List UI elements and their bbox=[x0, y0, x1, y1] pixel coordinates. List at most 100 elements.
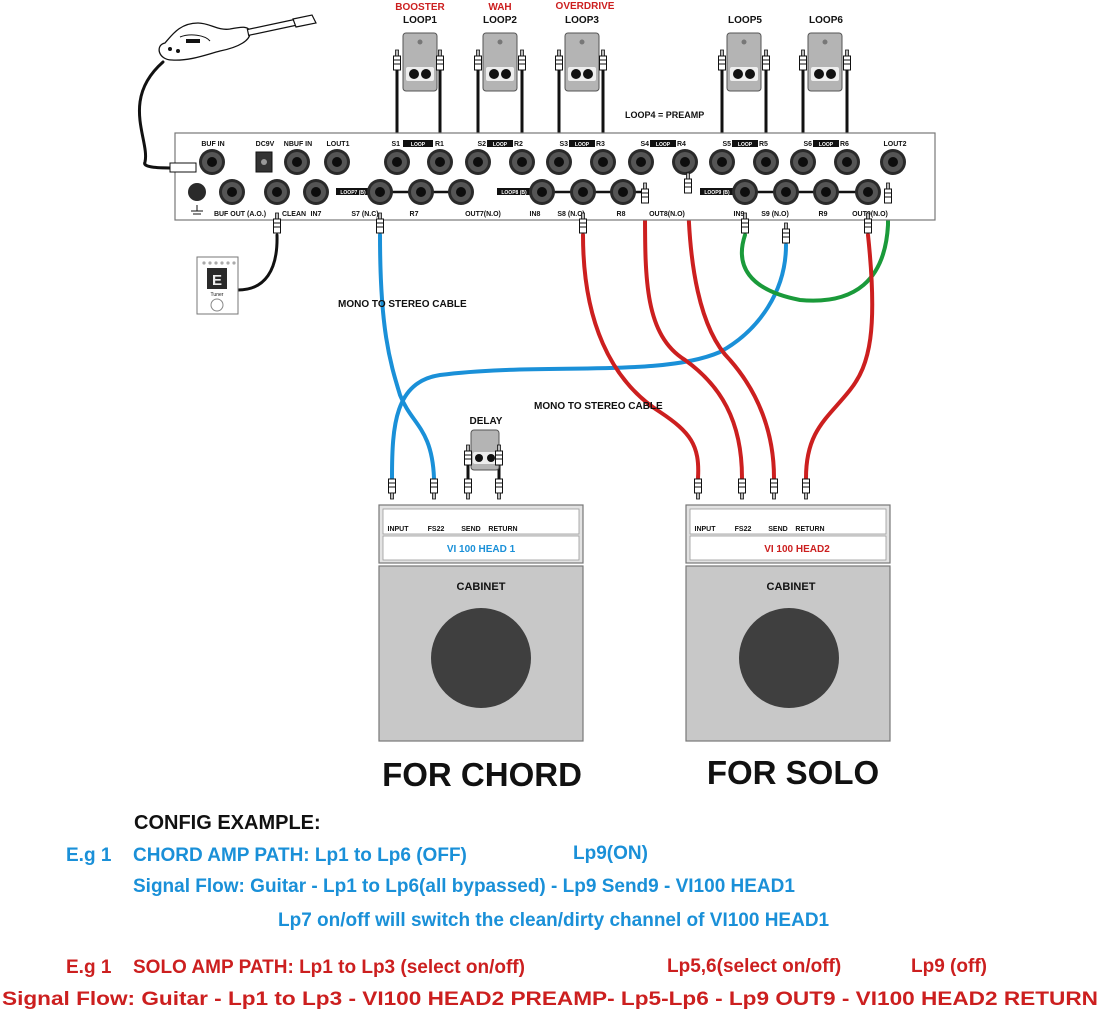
jack-lout2 bbox=[880, 149, 906, 175]
pedal-patch-cords bbox=[395, 68, 849, 482]
svg-text:S5: S5 bbox=[722, 141, 731, 148]
head1-send-label: SEND bbox=[461, 526, 480, 533]
svg-text:S4: S4 bbox=[640, 141, 649, 148]
pedal-loop1-fx-label: BOOSTER bbox=[395, 2, 445, 13]
head2-return-label: RETURN bbox=[795, 526, 824, 533]
pedal-loop2-label: LOOP2 bbox=[483, 15, 517, 26]
svg-text:LOOP: LOOP bbox=[493, 142, 508, 148]
head1-fs22-label: FS22 bbox=[428, 526, 445, 533]
svg-text:R1: R1 bbox=[435, 141, 444, 148]
svg-text:LOOP: LOOP bbox=[411, 142, 426, 148]
head2-send-label: SEND bbox=[768, 526, 787, 533]
cable-red-out8 bbox=[643, 208, 744, 480]
svg-text:S6: S6 bbox=[803, 141, 812, 148]
svg-text:R2: R2 bbox=[514, 141, 523, 148]
solo-amp-path: SOLO AMP PATH: Lp1 to Lp3 (select on/off… bbox=[133, 957, 525, 978]
jack-label-lout1: LOUT1 bbox=[327, 141, 350, 148]
pedal-loop6-label: LOOP6 bbox=[809, 15, 843, 26]
jack-lout1 bbox=[324, 149, 350, 175]
jack-label-buf-in: BUF IN bbox=[201, 141, 224, 148]
svg-text:R5: R5 bbox=[759, 141, 768, 148]
svg-text:R4: R4 bbox=[677, 141, 686, 148]
cabinet-1-label: CABINET bbox=[457, 581, 506, 593]
ground-icon bbox=[188, 183, 206, 201]
jack-label-dc9v: DC9V bbox=[256, 141, 275, 148]
loop7-tag: LOOP7 (B) bbox=[340, 190, 366, 196]
cable-blue-s7-to-fs22 bbox=[378, 233, 436, 480]
guitar-icon bbox=[158, 14, 317, 61]
solo-eg-label: E.g 1 bbox=[66, 957, 112, 978]
pedal-loop2-fx-label: WAH bbox=[488, 2, 511, 13]
pedal-loop3-label: LOOP3 bbox=[565, 15, 599, 26]
cabinet-2: CABINET bbox=[685, 565, 891, 742]
send-return-labels: S1 LOOP R1 S2 LOOP R2 S3 LOOP R3 S4 LOOP… bbox=[391, 140, 849, 148]
jack-label-in7: IN7 bbox=[311, 211, 322, 218]
jack-label-clean: CLEAN bbox=[282, 211, 306, 218]
ground-symbol-icon bbox=[191, 205, 203, 215]
jack-label-s8: S8 (N.C) bbox=[557, 211, 584, 218]
jack-label-s9: S9 (N.O) bbox=[761, 211, 789, 218]
cabinet-1: CABINET bbox=[378, 565, 584, 742]
config-heading: CONFIG EXAMPLE: bbox=[134, 812, 321, 834]
pedal-loop1-label: LOOP1 bbox=[403, 15, 437, 26]
pedal-delay: DELAY bbox=[464, 416, 503, 471]
jack-label-in9: IN9 bbox=[734, 211, 745, 218]
jack-label-r7: R7 bbox=[410, 211, 419, 218]
jack-label-in8: IN8 bbox=[530, 211, 541, 218]
pedal-loop6: LOOP6 bbox=[807, 15, 843, 92]
loop8-tag: LOOP8 (B) bbox=[501, 190, 527, 196]
tuner-label: Tuner bbox=[211, 292, 224, 298]
chord-eg-label: E.g 1 bbox=[66, 845, 112, 866]
pedal-loop5-label: LOOP5 bbox=[728, 15, 762, 26]
svg-text:R3: R3 bbox=[596, 141, 605, 148]
jack-label-out8: OUT8(N.O) bbox=[649, 211, 685, 218]
top-row-jacks bbox=[199, 149, 906, 175]
jack-nbuf-in bbox=[284, 149, 310, 175]
head2-plugs bbox=[694, 478, 810, 500]
tuner: E Tuner bbox=[196, 256, 239, 315]
caption-for-solo: FOR SOLO bbox=[707, 754, 879, 791]
solo-signal-flow: Signal Flow: Guitar - Lp1 to Lp3 - VI100… bbox=[2, 989, 1098, 1010]
cable-red-out9 bbox=[804, 233, 875, 480]
svg-text:S3: S3 bbox=[559, 141, 568, 148]
cable-green-in9-to-out9 bbox=[739, 193, 890, 303]
svg-text:S1: S1 bbox=[391, 141, 400, 148]
tuner-display: E bbox=[212, 272, 222, 289]
head2-input-label: INPUT bbox=[695, 526, 717, 533]
cable-red-r4 bbox=[686, 183, 776, 480]
bottom-row-jacks bbox=[188, 179, 881, 205]
chord-amp-path: CHORD AMP PATH: Lp1 to Lp6 (OFF) bbox=[133, 845, 467, 866]
pedal-plugs bbox=[393, 49, 851, 71]
loop-switcher-unit: BUF IN DC9V NBUF IN LOUT1 LOUT2 S1 LOOP … bbox=[174, 132, 936, 221]
cable-guitar-to-buf-in bbox=[137, 60, 180, 170]
svg-text:LOOP: LOOP bbox=[819, 142, 834, 148]
cabinet-2-label: CABINET bbox=[767, 581, 816, 593]
jack-buf-in bbox=[199, 149, 225, 175]
head2-fs22-label: FS22 bbox=[735, 526, 752, 533]
cable-red-s8 bbox=[581, 233, 701, 480]
jack-label-r9: R9 bbox=[819, 211, 828, 218]
head1-plugs bbox=[388, 478, 503, 500]
svg-text:LOOP: LOOP bbox=[656, 142, 671, 148]
pedal-loop1: BOOSTER LOOP1 bbox=[395, 2, 446, 92]
jack-label-lout2: LOUT2 bbox=[884, 141, 907, 148]
speaker-2-icon bbox=[739, 608, 839, 708]
svg-text:LOOP: LOOP bbox=[738, 142, 753, 148]
amp-head-1: INPUT FS22 SEND RETURN VI 100 HEAD 1 bbox=[378, 504, 584, 564]
jack-label-out7: OUT7(N.O) bbox=[465, 211, 501, 218]
pedal-loop3: OVERDRIVE LOOP3 bbox=[556, 1, 615, 92]
pedal-delay-label: DELAY bbox=[470, 416, 503, 427]
pedal-loop5: LOOP5 bbox=[726, 15, 762, 92]
loop9-tag: LOOP9 (B) bbox=[704, 190, 730, 196]
tuner-footswitch-icon bbox=[210, 298, 224, 312]
speaker-1-icon bbox=[431, 608, 531, 708]
amp-head-2: INPUT FS22 SEND RETURN VI 100 HEAD2 bbox=[685, 504, 891, 564]
chord-lp7-note: Lp7 on/off will switch the clean/dirty c… bbox=[278, 910, 830, 931]
pedal-loop3-fx-label: OVERDRIVE bbox=[556, 1, 615, 12]
buf-in-plug bbox=[169, 162, 197, 173]
config-example: CONFIG EXAMPLE: E.g 1 CHORD AMP PATH: Lp… bbox=[2, 812, 1098, 1010]
jack-label-nbuf-in: NBUF IN bbox=[284, 141, 312, 148]
head1-input-label: INPUT bbox=[388, 526, 410, 533]
jack-label-s7: S7 (N.C) bbox=[351, 211, 378, 218]
